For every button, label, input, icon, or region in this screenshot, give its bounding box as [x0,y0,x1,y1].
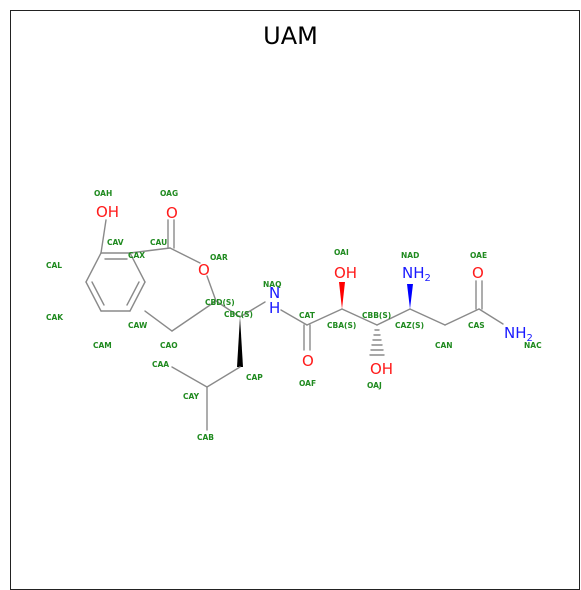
label-oar: OAR [210,253,228,262]
label-cak: CAK [46,313,64,322]
label-oaj: OAJ [367,381,382,390]
hydroxyl-oai: OH [334,264,357,282]
wedge-bond-blue [407,284,413,309]
label-cab: CAB [197,433,214,442]
amide-nitrogen-naq: N [269,284,280,302]
bond [206,275,217,302]
label-cba: CBA(S) [327,321,356,330]
hydroxyl-oaj: OH [370,360,393,378]
bond [91,281,105,306]
amide-nh2-nac: NH2 [504,324,533,344]
bond [376,308,411,326]
hashed-bond [369,329,385,356]
label-cap: CAP [246,373,263,382]
label-caa: CAA [152,360,169,369]
label-oae: OAE [470,251,487,260]
carbonyl-oxygen-oaf: O [302,352,314,370]
label-cam: CAM [93,341,112,350]
label-cbb: CBB(S) [362,311,391,320]
label-cbd: CBD(S) [205,298,235,307]
carbonyl-oxygen-oae: O [472,264,484,282]
label-cas: CAS [468,321,485,330]
label-oai: OAI [334,248,349,257]
label-oaf: OAF [299,379,316,388]
bond [129,247,171,254]
label-cau: CAU [150,238,167,247]
bond [478,308,504,325]
bond-layer [85,219,504,431]
viewer-frame [10,10,580,590]
label-can: CAN [435,341,453,350]
bond [169,247,201,264]
bond [206,366,241,388]
atom-name-layer: OAH OAG CAV CAU CAX OAR CAL CAK CAW CAM … [46,189,542,442]
bond [239,301,266,318]
bond [144,310,173,332]
amine-nad: NH2 [402,264,431,284]
label-naq: NAQ [263,280,281,289]
bond [85,252,102,283]
label-nad: NAD [401,251,419,260]
molecule-title: UAM [263,22,318,50]
label-nac: NAC [524,341,542,350]
wedge-bond-red [339,282,345,309]
label-cal: CAL [46,261,62,270]
ring-oxygen-oar: O [198,261,210,279]
label-cay: CAY [183,392,200,401]
bond [341,308,378,326]
label-oag: OAG [160,189,178,198]
label-caw: CAW [128,321,148,330]
bond [444,308,480,326]
bond [171,300,217,332]
label-oah: OAH [94,189,112,198]
label-cav: CAV [107,238,124,247]
label-cax: CAX [128,251,145,260]
amide-hydrogen: H [269,299,280,317]
label-cao: CAO [160,341,178,350]
bond [129,252,146,283]
label-cat: CAT [299,311,316,320]
bond [100,219,107,254]
atom-layer: OH O O N H O OH OH NH2 O NH2 [96,203,533,378]
label-cbc: CBC(S) [224,310,253,319]
bond [215,300,241,318]
bond [126,281,140,306]
label-caz: CAZ(S) [395,321,424,330]
bond [85,281,102,312]
bond [409,308,446,326]
bond [280,309,308,326]
carbonyl-oxygen-oag: O [166,204,178,222]
bond [171,366,208,388]
bond [129,281,146,312]
bond [306,308,343,326]
hydroxyl-oah: OH [96,203,119,221]
wedge-bond [237,317,243,367]
